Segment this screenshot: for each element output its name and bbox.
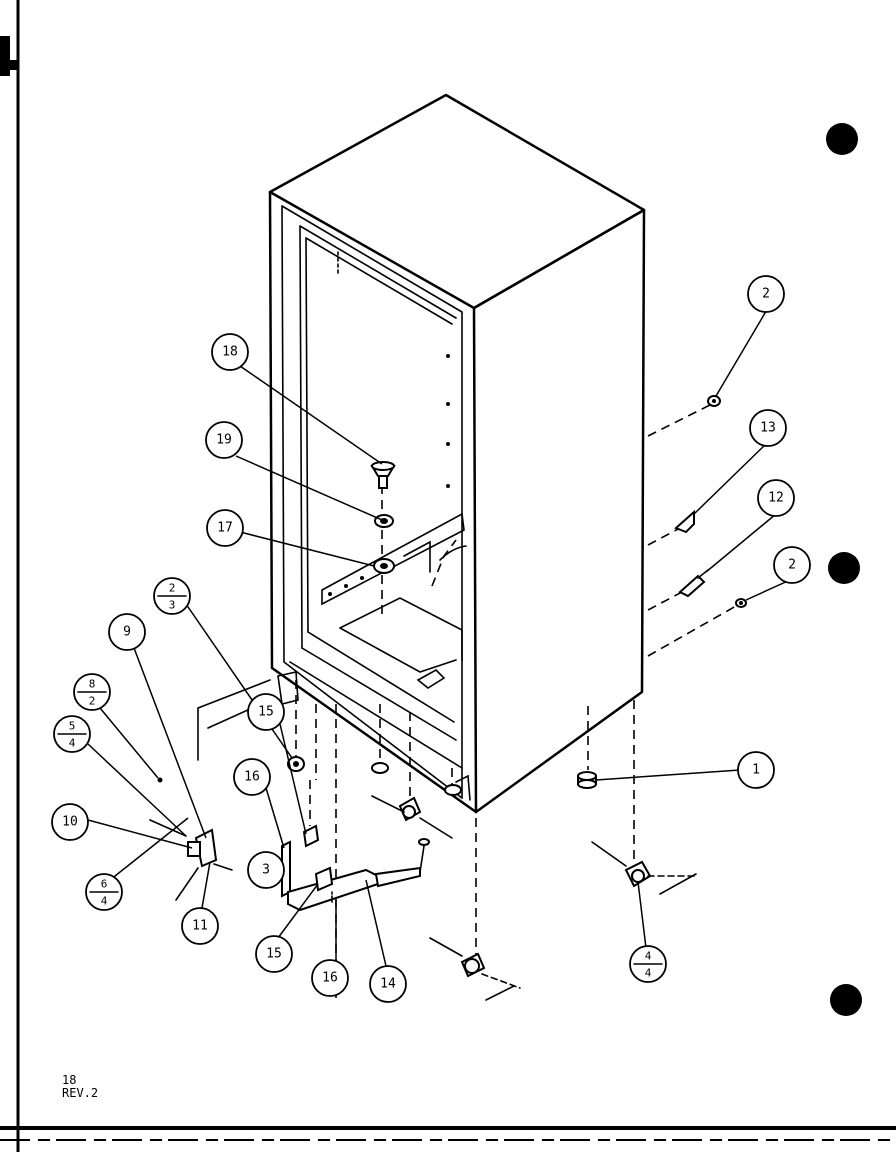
binder-hole-bottom bbox=[830, 984, 862, 1016]
leader-lines bbox=[87, 307, 791, 967]
callout-10: 10 bbox=[51, 803, 89, 841]
binder-hole-top bbox=[826, 123, 858, 155]
condenser-tube-part-14 bbox=[287, 868, 379, 912]
callouts: 2 13 12 2 1 18 19 17 9 10 11 15 16 3 15 … bbox=[51, 275, 811, 1003]
callout-fraction-4-4: 4 4 bbox=[629, 945, 667, 983]
svg-text:9: 9 bbox=[123, 625, 131, 640]
callout-19: 19 bbox=[205, 421, 243, 459]
svg-text:12: 12 bbox=[768, 491, 784, 506]
svg-text:11: 11 bbox=[192, 919, 208, 934]
svg-text:19: 19 bbox=[216, 433, 232, 448]
svg-text:4: 4 bbox=[101, 895, 108, 908]
svg-text:2: 2 bbox=[89, 695, 96, 708]
svg-text:3: 3 bbox=[169, 599, 176, 612]
clip-part-15-upper bbox=[302, 824, 320, 848]
svg-text:2: 2 bbox=[762, 287, 770, 302]
svg-text:16: 16 bbox=[244, 770, 260, 785]
callout-fraction-5-4: 5 4 bbox=[53, 715, 91, 753]
drain-parts bbox=[370, 461, 396, 574]
leveling-leg-center bbox=[371, 762, 389, 774]
callout-2-upper: 2 bbox=[747, 275, 785, 313]
callout-11: 11 bbox=[181, 907, 219, 945]
binder-hole-middle bbox=[828, 552, 860, 584]
leveling-leg-front-right bbox=[444, 784, 462, 796]
svg-text:15: 15 bbox=[266, 947, 282, 962]
callout-14: 14 bbox=[369, 965, 407, 1003]
callout-2-lower: 2 bbox=[773, 546, 811, 584]
screw-part-8 bbox=[157, 777, 163, 783]
callout-13: 13 bbox=[749, 409, 787, 447]
svg-text:2: 2 bbox=[788, 558, 796, 573]
cord-clip-part-12 bbox=[678, 574, 706, 598]
svg-text:13: 13 bbox=[760, 421, 776, 436]
page-reference: 18 REV.2 bbox=[62, 1074, 98, 1100]
page-number: 18 bbox=[62, 1073, 77, 1087]
callout-fraction-6-4: 6 4 bbox=[85, 873, 123, 911]
callout-fraction-2-3: 2 3 bbox=[153, 577, 191, 615]
cabinet-body bbox=[268, 93, 646, 814]
callout-17: 17 bbox=[206, 509, 244, 547]
bracket-part-13 bbox=[674, 509, 695, 534]
svg-text:15: 15 bbox=[258, 705, 274, 720]
svg-text:10: 10 bbox=[62, 815, 78, 830]
svg-text:4: 4 bbox=[645, 950, 652, 963]
svg-text:6: 6 bbox=[101, 878, 108, 891]
callout-18: 18 bbox=[211, 333, 249, 371]
callout-15-upper: 15 bbox=[247, 693, 285, 731]
callout-fraction-8-2: 8 2 bbox=[73, 673, 111, 711]
svg-text:8: 8 bbox=[89, 678, 96, 691]
callout-1: 1 bbox=[737, 751, 775, 789]
side-hardware bbox=[647, 395, 747, 657]
binder-holes bbox=[826, 123, 862, 1016]
svg-text:5: 5 bbox=[69, 720, 76, 733]
svg-text:18: 18 bbox=[222, 345, 238, 360]
svg-text:4: 4 bbox=[69, 737, 76, 750]
svg-text:17: 17 bbox=[217, 521, 233, 536]
callout-12: 12 bbox=[757, 479, 795, 517]
revision-label: REV.2 bbox=[62, 1086, 99, 1100]
callout-3: 3 bbox=[247, 851, 285, 889]
svg-text:3: 3 bbox=[262, 863, 270, 878]
svg-text:16: 16 bbox=[322, 971, 338, 986]
svg-text:2: 2 bbox=[169, 582, 176, 595]
legs-and-rollers bbox=[371, 700, 697, 1001]
svg-text:14: 14 bbox=[380, 977, 396, 992]
callout-9: 9 bbox=[108, 613, 146, 651]
callout-16-lower: 16 bbox=[311, 959, 349, 997]
callout-15-lower: 15 bbox=[255, 935, 293, 973]
svg-text:1: 1 bbox=[752, 763, 760, 778]
callout-16-upper: 16 bbox=[233, 758, 271, 796]
svg-text:4: 4 bbox=[645, 967, 652, 980]
